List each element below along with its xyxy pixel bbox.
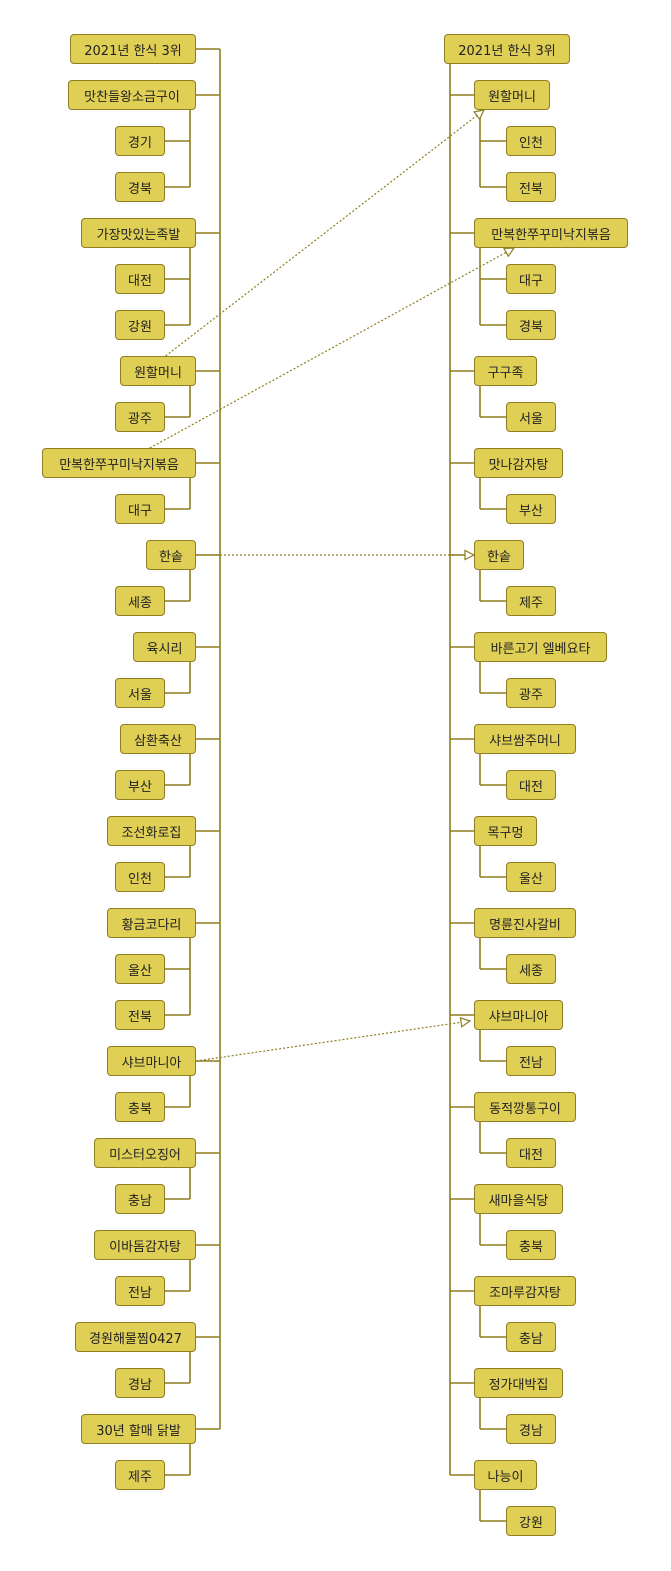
right-group-node[interactable]: 목구멍 (474, 816, 537, 846)
right-child-node[interactable]: 대전 (506, 770, 556, 800)
cross-link-arrowhead (459, 1016, 472, 1028)
right-child-node[interactable]: 대전 (506, 1138, 556, 1168)
left-child-node[interactable]: 울산 (115, 954, 165, 984)
right-child-node[interactable]: 경남 (506, 1414, 556, 1444)
right-group-node[interactable]: 명륜진사갈비 (474, 908, 576, 938)
right-root-node[interactable]: 2021년 한식 3위 (444, 34, 570, 64)
cross-link-arrowhead (464, 549, 476, 561)
right-group-node[interactable]: 조마루감자탕 (474, 1276, 576, 1306)
right-group-node[interactable]: 한솥 (474, 540, 524, 570)
left-child-node[interactable]: 제주 (115, 1460, 165, 1490)
left-child-node[interactable]: 서울 (115, 678, 165, 708)
left-child-node[interactable]: 충북 (115, 1092, 165, 1122)
cross-link-line (165, 109, 485, 357)
left-child-node[interactable]: 광주 (115, 402, 165, 432)
left-child-node[interactable]: 부산 (115, 770, 165, 800)
right-child-node[interactable]: 서울 (506, 402, 556, 432)
left-child-node[interactable]: 경북 (115, 172, 165, 202)
right-group-node[interactable]: 구구족 (474, 356, 537, 386)
left-group-node[interactable]: 삼환축산 (120, 724, 196, 754)
left-group-node[interactable]: 경원해물찜0427 (75, 1322, 196, 1352)
left-group-node[interactable]: 육시리 (133, 632, 196, 662)
left-group-node[interactable]: 황금코다리 (107, 908, 196, 938)
right-group-node[interactable]: 샤브쌈주머니 (474, 724, 576, 754)
left-group-node[interactable]: 가장맛있는족발 (81, 218, 196, 248)
left-root-node[interactable]: 2021년 한식 3위 (70, 34, 196, 64)
left-group-node[interactable]: 미스터오징어 (94, 1138, 196, 1168)
cross-link-line (195, 1020, 471, 1062)
right-child-node[interactable]: 강원 (506, 1506, 556, 1536)
left-group-node[interactable]: 이바돔감자탕 (94, 1230, 196, 1260)
cross-link-line (149, 247, 515, 449)
left-child-node[interactable]: 경기 (115, 126, 165, 156)
right-child-node[interactable]: 부산 (506, 494, 556, 524)
cross-link-arrowhead (473, 109, 486, 121)
left-child-node[interactable]: 대구 (115, 494, 165, 524)
right-group-node[interactable]: 정가대박집 (474, 1368, 563, 1398)
left-group-node[interactable]: 한솥 (146, 540, 196, 570)
left-child-node[interactable]: 전북 (115, 1000, 165, 1030)
right-child-node[interactable]: 울산 (506, 862, 556, 892)
left-group-node[interactable]: 원할머니 (120, 356, 196, 386)
right-group-node[interactable]: 만복한쭈꾸미낙지볶음 (474, 218, 628, 248)
right-child-node[interactable]: 광주 (506, 678, 556, 708)
left-child-node[interactable]: 전남 (115, 1276, 165, 1306)
left-child-node[interactable]: 세종 (115, 586, 165, 616)
right-group-node[interactable]: 나능이 (474, 1460, 537, 1490)
left-child-node[interactable]: 대전 (115, 264, 165, 294)
left-child-node[interactable]: 충남 (115, 1184, 165, 1214)
left-child-node[interactable]: 강원 (115, 310, 165, 340)
right-group-node[interactable]: 샤브마니아 (474, 1000, 563, 1030)
right-child-node[interactable]: 충북 (506, 1230, 556, 1260)
left-group-node[interactable]: 30년 할매 닭발 (81, 1414, 196, 1444)
right-child-node[interactable]: 대구 (506, 264, 556, 294)
right-child-node[interactable]: 세종 (506, 954, 556, 984)
right-group-node[interactable]: 동적깡통구이 (474, 1092, 576, 1122)
right-group-node[interactable]: 바른고기 엘베요타 (474, 632, 607, 662)
left-child-node[interactable]: 인천 (115, 862, 165, 892)
left-group-node[interactable]: 맛찬들왕소금구이 (68, 80, 196, 110)
left-group-node[interactable]: 조선화로집 (107, 816, 196, 846)
right-child-node[interactable]: 전남 (506, 1046, 556, 1076)
right-group-node[interactable]: 새마을식당 (474, 1184, 563, 1214)
right-child-node[interactable]: 충남 (506, 1322, 556, 1352)
left-group-node[interactable]: 샤브마니아 (107, 1046, 196, 1076)
right-child-node[interactable]: 제주 (506, 586, 556, 616)
left-child-node[interactable]: 경남 (115, 1368, 165, 1398)
right-child-node[interactable]: 전북 (506, 172, 556, 202)
right-group-node[interactable]: 원할머니 (474, 80, 550, 110)
right-group-node[interactable]: 맛나감자탕 (474, 448, 563, 478)
left-group-node[interactable]: 만복한쭈꾸미낙지볶음 (42, 448, 196, 478)
right-child-node[interactable]: 인천 (506, 126, 556, 156)
right-child-node[interactable]: 경북 (506, 310, 556, 340)
cross-link-arrowhead (502, 247, 516, 258)
